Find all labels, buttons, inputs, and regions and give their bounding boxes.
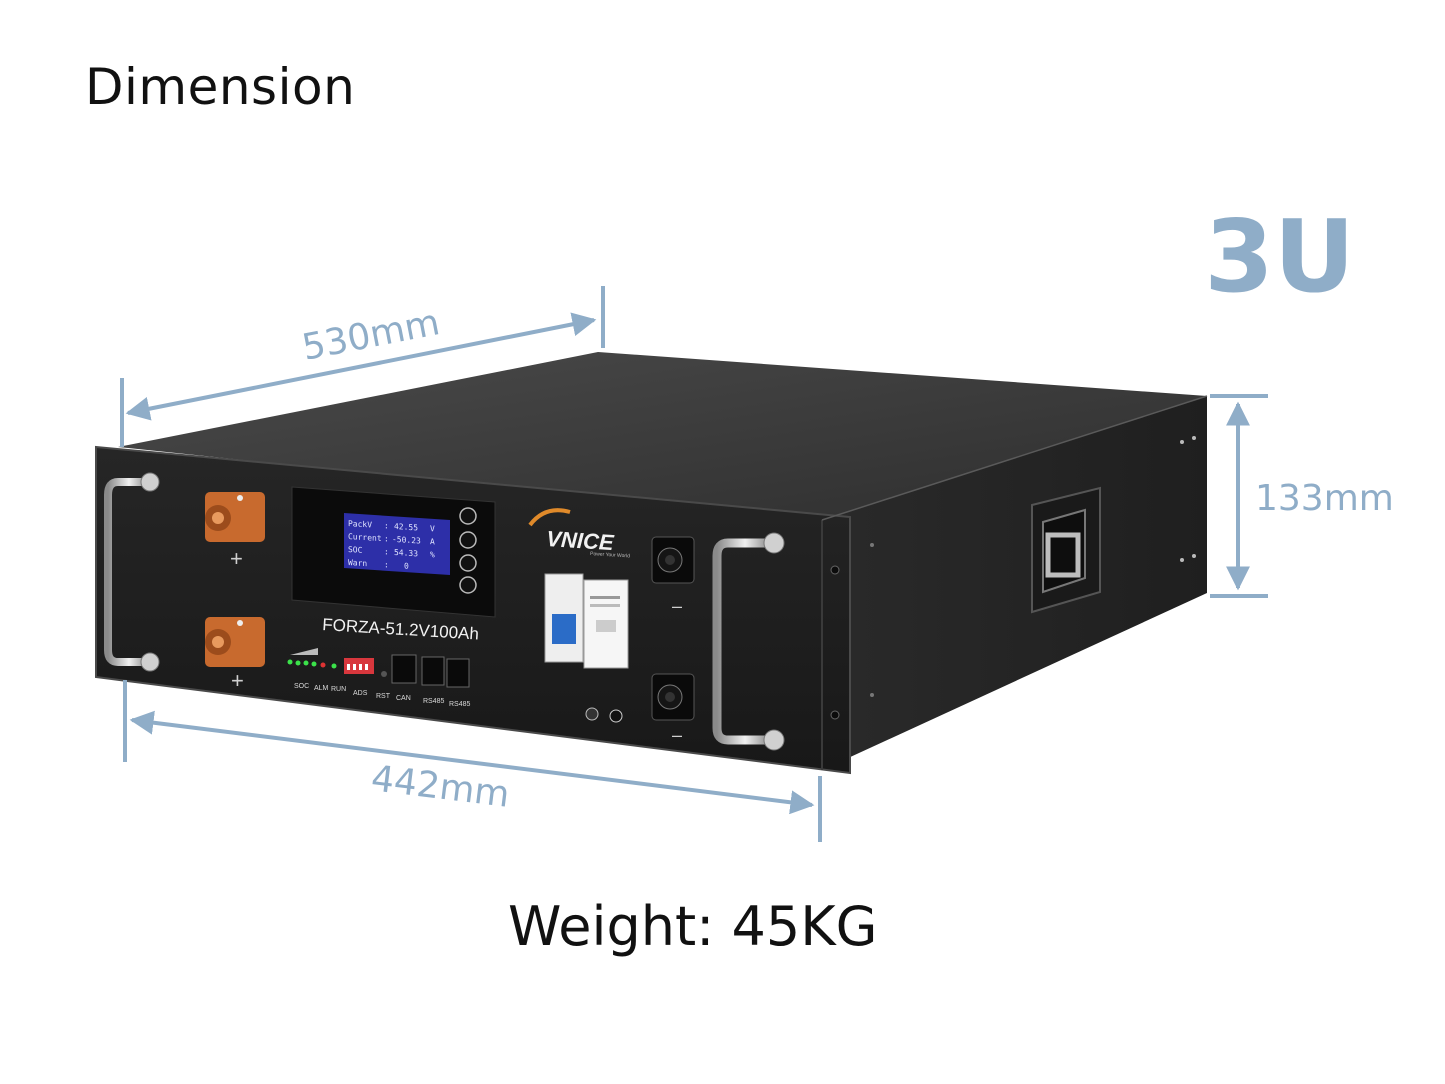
lcd-down-icon[interactable] xyxy=(459,576,477,594)
lcd-line-1-sep: : xyxy=(384,521,389,530)
lcd-enter-icon[interactable] xyxy=(459,507,477,525)
weight-label: Weight: 45KG xyxy=(508,895,878,958)
svg-text:SOC:54.33%: SOC:54.33% xyxy=(348,545,435,559)
side-handle xyxy=(1031,486,1101,614)
lcd-line-3-value: 54.33 xyxy=(394,548,418,559)
label-can: CAN xyxy=(396,695,411,702)
label-soc: SOC xyxy=(294,683,309,690)
label-rs485-1: RS485 xyxy=(423,698,445,705)
can-port[interactable] xyxy=(391,654,417,684)
negative-symbol-bottom: – xyxy=(672,725,682,745)
brand-logo: VNICE Power Your World xyxy=(528,508,630,559)
dimension-lines xyxy=(120,286,1268,842)
label-alm: ALM xyxy=(314,685,329,692)
lcd-line-4-label: Warn xyxy=(348,558,367,568)
left-front-handle xyxy=(104,472,160,672)
depth-label: 530mm xyxy=(299,302,443,369)
label-rs485-2: RS485 xyxy=(449,701,471,708)
lcd-line-2-value: -50.23 xyxy=(392,535,421,546)
lcd-buttons xyxy=(459,507,477,594)
height-label: 133mm xyxy=(1255,478,1394,519)
lcd-line-3-sep: : xyxy=(384,547,389,556)
lcd-line-1-value: 42.55 xyxy=(394,522,418,533)
lcd-line-4-sep: : xyxy=(384,560,389,569)
negative-symbol-top: – xyxy=(672,596,682,616)
lcd-line-3-unit: % xyxy=(430,550,435,559)
reset-button[interactable] xyxy=(381,671,387,677)
svg-text:Current:-50.23A: Current:-50.23 A xyxy=(348,532,435,546)
ground-symbol-icon xyxy=(609,709,623,723)
positive-terminal-top xyxy=(205,492,265,542)
label-rst: RST xyxy=(376,693,391,700)
lcd-back-icon[interactable] xyxy=(459,531,477,549)
lcd-screen xyxy=(344,513,450,575)
lcd-line-1-unit: V xyxy=(430,524,435,533)
negative-terminal-bottom xyxy=(651,673,695,721)
lcd-line-4-value: 0 xyxy=(404,562,409,571)
brand-tagline: Power Your World xyxy=(590,551,630,559)
svg-text:PackV:42.55V: PackV:42.55 V xyxy=(348,519,435,533)
rs485-port-2[interactable] xyxy=(446,658,470,688)
rs485-port-1[interactable] xyxy=(421,656,445,686)
positive-terminal-bottom xyxy=(205,617,265,667)
circuit-breaker[interactable] xyxy=(544,573,629,669)
label-run: RUN xyxy=(331,686,346,693)
ground-screw-icon xyxy=(585,707,599,721)
label-ads: ADS xyxy=(353,690,368,697)
lcd-line-2-sep: : xyxy=(384,534,389,543)
lcd-line-1-label: PackV xyxy=(348,519,372,530)
width-arrow xyxy=(129,710,815,815)
lcd-line-2-label: Current xyxy=(348,532,382,543)
brand-name: VNICE xyxy=(546,526,616,555)
lcd-line-2-unit: A xyxy=(430,537,435,546)
positive-symbol-top: + xyxy=(230,546,243,571)
negative-terminal-top xyxy=(651,536,695,584)
soc-leds xyxy=(287,648,337,669)
depth-arrow xyxy=(125,312,597,421)
rack-units-label: 3U xyxy=(1204,198,1355,315)
lcd-line-3-label: SOC xyxy=(348,545,363,555)
width-label: 442mm xyxy=(369,758,512,816)
lcd-up-icon[interactable] xyxy=(459,554,477,572)
svg-text:Warn:0: Warn: 0 xyxy=(348,558,409,571)
page-title: Dimension xyxy=(85,58,356,116)
positive-symbol-bottom: + xyxy=(231,668,244,693)
